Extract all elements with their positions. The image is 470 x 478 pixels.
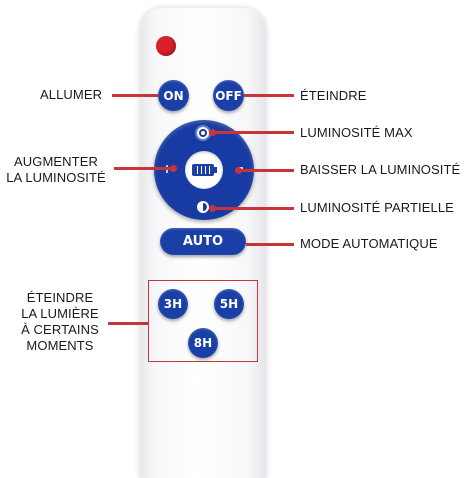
label-baisser-luminosite: BAISSER LA LUMINOSITÉ xyxy=(300,162,461,177)
label-timer-line3: À CERTAINS xyxy=(21,322,99,337)
red-led-indicator-icon xyxy=(156,36,176,56)
timer-5h-button[interactable]: 5H xyxy=(214,289,244,319)
label-mode-automatique: MODE AUTOMATIQUE xyxy=(300,236,438,251)
callout-line-baisser xyxy=(238,169,294,172)
auto-mode-button[interactable]: AUTO xyxy=(160,228,246,255)
callout-line-eteindre xyxy=(244,94,294,97)
callout-dot-augmenter xyxy=(170,165,177,172)
callout-dot-luminosite-partielle xyxy=(209,205,216,212)
callout-line-allumer xyxy=(112,94,158,97)
off-button[interactable]: OFF xyxy=(213,80,244,111)
timer-8h-button[interactable]: 8H xyxy=(188,328,218,358)
timer-3h-button[interactable]: 3H xyxy=(158,289,188,319)
label-eteindre: ÉTEINDRE xyxy=(300,88,367,103)
max-brightness-sun-icon[interactable] xyxy=(197,127,209,139)
label-allumer: ALLUMER xyxy=(40,87,103,102)
callout-line-mode-auto xyxy=(246,243,294,246)
callout-dot-baisser xyxy=(235,167,242,174)
label-luminosite-max: LUMINOSITÉ MAX xyxy=(300,125,413,140)
callout-line-timer xyxy=(108,322,148,325)
label-augmenter-line1: AUGMENTER xyxy=(14,154,98,169)
label-augmenter-line2: LA LUMINOSITÉ xyxy=(6,170,106,185)
callout-line-augmenter xyxy=(114,167,174,170)
callout-line-luminosite-max xyxy=(212,131,294,134)
callout-line-luminosite-partielle xyxy=(212,207,294,210)
timer-buttons-frame xyxy=(148,280,258,362)
on-button[interactable]: ON xyxy=(158,80,189,111)
label-timer-line1: ÉTEINDRE xyxy=(26,290,94,305)
battery-icon xyxy=(192,164,214,176)
partial-brightness-half-sun-icon[interactable] xyxy=(197,201,209,213)
label-timer-line2: LA LUMIÈRE xyxy=(21,306,99,321)
label-timer-line4: MOMENTS xyxy=(26,338,94,353)
label-eteindre-timer: ÉTEINDRE LA LUMIÈRE À CERTAINS MOMENTS xyxy=(14,290,106,354)
label-luminosite-partielle: LUMINOSITÉ PARTIELLE xyxy=(300,200,454,215)
callout-dot-luminosite-max xyxy=(209,129,216,136)
label-augmenter: AUGMENTER LA LUMINOSITÉ xyxy=(4,154,108,186)
battery-tip-icon xyxy=(214,167,217,173)
